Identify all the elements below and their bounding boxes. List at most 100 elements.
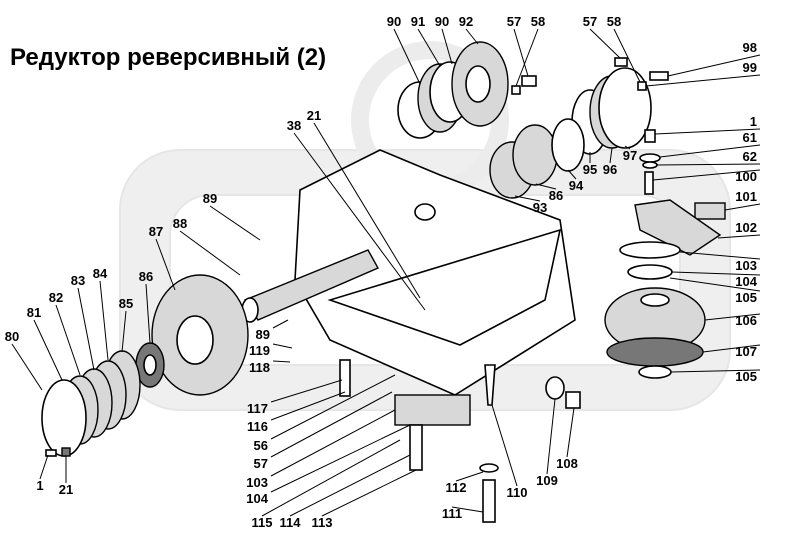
leader-line	[209, 205, 261, 241]
callout-label: 98	[743, 40, 757, 55]
leader-line	[313, 122, 421, 299]
callout-label: 103	[735, 258, 757, 273]
callout-label: 82	[49, 290, 63, 305]
bolt-111	[482, 479, 496, 523]
leader-line	[546, 398, 556, 475]
callout-label: 104	[246, 491, 268, 506]
callout-label: 114	[280, 515, 302, 530]
callout-label: 87	[149, 224, 163, 239]
callout-label: 109	[536, 473, 558, 488]
leader-line	[270, 374, 396, 440]
washer-21-left	[61, 447, 71, 457]
leader-line	[669, 277, 761, 292]
leader-line	[702, 344, 761, 353]
callout-label: 113	[312, 515, 333, 530]
callout-label: 90	[435, 14, 449, 29]
bolt-1-right	[644, 129, 656, 143]
callout-label: 58	[607, 14, 621, 29]
callout-label: 83	[71, 273, 85, 288]
callout-label: 91	[411, 14, 425, 29]
seal-107	[606, 337, 704, 367]
leader-line	[659, 144, 761, 158]
ring-104	[627, 264, 673, 280]
callout-label: 93	[533, 200, 547, 215]
callout-label: 118	[249, 360, 270, 375]
callout-label: 107	[735, 344, 757, 359]
leader-line	[393, 28, 421, 85]
callout-label: 62	[743, 149, 757, 164]
callout-label: 95	[583, 162, 597, 177]
leader-line	[289, 454, 411, 517]
callout-label: 86	[139, 269, 153, 284]
leader-line	[321, 469, 417, 517]
large-gear-group	[135, 274, 249, 396]
leader-line	[515, 28, 539, 87]
ring-103	[619, 241, 681, 259]
ring-105-bottom	[638, 365, 672, 379]
callout-label: 80	[5, 329, 19, 344]
callout-label: 100	[735, 169, 757, 184]
leader-line	[566, 407, 575, 458]
leader-line	[270, 391, 393, 458]
top-right-cover-group	[571, 57, 669, 155]
right-assembly	[604, 129, 726, 379]
leader-line	[441, 28, 453, 65]
leader-line	[652, 169, 761, 181]
bolt-1-left	[45, 449, 57, 457]
leader-line	[293, 132, 426, 311]
leader-line	[179, 230, 241, 276]
leader-line	[121, 310, 127, 353]
leader-line	[11, 343, 43, 391]
leader-line	[451, 506, 484, 513]
leader-line	[417, 28, 441, 67]
leader-line	[567, 169, 577, 180]
leader-line	[272, 343, 293, 349]
leader-line	[270, 409, 396, 477]
leader-line	[656, 163, 761, 166]
callout-label: 61	[743, 130, 757, 145]
bearing-86-hole	[143, 354, 157, 376]
left-disc-stack	[41, 350, 141, 457]
washer-58	[511, 85, 521, 95]
lever-102	[634, 199, 722, 256]
flange-92-hole	[465, 65, 491, 103]
bracket-113	[394, 394, 471, 426]
gear-cluster-top	[489, 118, 585, 199]
top-flange-group	[397, 41, 537, 139]
housing-106-bore	[640, 293, 670, 307]
callout-label: 110	[507, 485, 528, 500]
callout-label: 97	[623, 148, 637, 163]
gear-86-top	[512, 124, 558, 186]
callout-label: 89	[256, 327, 270, 342]
callout-label: 104	[735, 274, 757, 289]
lower-parts	[339, 359, 581, 523]
callout-label: 96	[603, 162, 617, 177]
stem-114	[409, 424, 423, 471]
leader-line	[613, 28, 641, 83]
leader-line	[491, 404, 518, 487]
leader-line	[465, 28, 479, 45]
callout-label: 85	[119, 296, 133, 311]
callout-label: 86	[549, 188, 563, 203]
leader-line	[261, 439, 401, 517]
leader-line	[270, 424, 411, 493]
cover-97	[598, 67, 652, 149]
callout-label: 1	[750, 114, 757, 129]
callout-label: 108	[556, 456, 578, 471]
callout-label: 94	[569, 178, 584, 193]
leader-line	[77, 287, 95, 371]
housing-flange-line	[327, 228, 562, 346]
leader-line	[99, 280, 109, 361]
leader-line	[145, 283, 151, 344]
callout-label: 57	[583, 14, 597, 29]
leader-line	[704, 313, 761, 321]
leader-line	[270, 391, 346, 421]
plate-101	[694, 202, 726, 220]
leader-line	[667, 54, 761, 77]
callout-label: 56	[254, 438, 268, 453]
leader-line	[514, 195, 541, 202]
leader-line	[455, 471, 484, 482]
callout-label: 112	[446, 480, 467, 495]
